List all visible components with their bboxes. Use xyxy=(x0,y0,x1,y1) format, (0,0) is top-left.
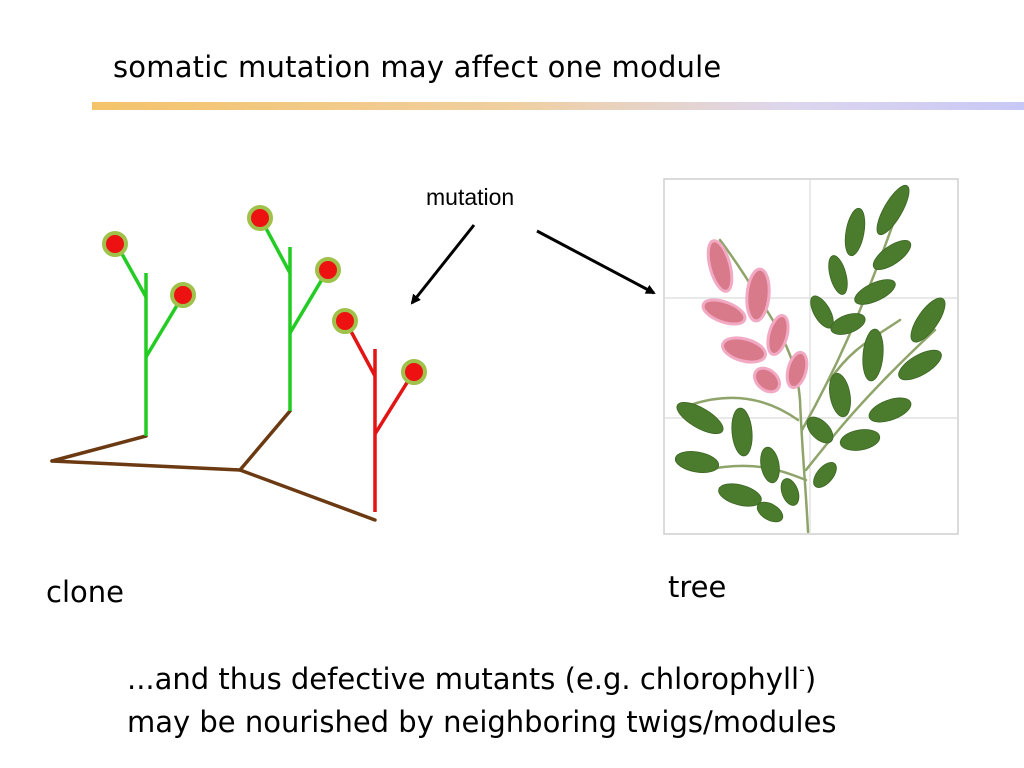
mutation-arrow-to-clone xyxy=(410,224,476,305)
leaf xyxy=(868,397,912,423)
module-tips xyxy=(102,205,427,385)
leaf xyxy=(813,462,837,488)
leaf xyxy=(752,366,782,394)
caption-line-1: ...and thus defective mutants (e.g. chlo… xyxy=(127,648,837,701)
module-tip xyxy=(332,308,358,334)
leaf xyxy=(731,407,753,457)
mutation-arrow-to-tree xyxy=(536,229,656,295)
leaf xyxy=(854,279,896,305)
caption-line-2: may be nourished by neighboring twigs/mo… xyxy=(127,705,837,739)
leaf xyxy=(806,416,834,444)
caption-superscript: - xyxy=(799,660,805,679)
leaf xyxy=(828,255,848,295)
caption-line-1-close: ) xyxy=(804,662,817,696)
leaf xyxy=(760,446,780,484)
module-tip xyxy=(102,231,128,257)
clone-shoot-healthy-1 xyxy=(115,244,184,436)
slide-title: somatic mutation may affect one module xyxy=(113,50,722,84)
leaf xyxy=(721,336,767,364)
tree-leaves-green xyxy=(674,184,946,523)
leaf xyxy=(876,184,910,236)
clone-rhizome xyxy=(50,409,377,522)
module-tip xyxy=(170,282,196,308)
leaf xyxy=(830,313,866,335)
leaf xyxy=(862,328,884,382)
leaf xyxy=(674,451,720,473)
leaf xyxy=(718,483,762,507)
caption-line-1-text: ...and thus defective mutants (e.g. chlo… xyxy=(127,662,800,696)
mutation-label: mutation xyxy=(426,184,515,210)
clone-label: clone xyxy=(46,575,124,609)
tree-leaves-mutant xyxy=(701,239,809,394)
leaf xyxy=(829,372,851,418)
module-tip xyxy=(401,359,427,385)
leaf xyxy=(706,239,734,293)
clone-shoot-healthy-2 xyxy=(259,218,329,411)
tree-label: tree xyxy=(668,570,727,604)
leaf xyxy=(676,401,724,435)
title-underline-bar xyxy=(92,102,1024,110)
leaf xyxy=(745,267,771,323)
leaf xyxy=(898,349,942,381)
leaf xyxy=(844,207,866,257)
leaf xyxy=(766,314,790,356)
clone-shoot-mutant xyxy=(344,321,415,512)
leaf xyxy=(785,350,809,390)
leaf xyxy=(872,239,912,271)
module-tip xyxy=(315,257,341,283)
leaf xyxy=(910,297,946,343)
leaf xyxy=(839,429,881,451)
leaf xyxy=(756,501,784,523)
tree-photo xyxy=(663,178,959,535)
leaf xyxy=(780,478,800,506)
module-tip xyxy=(247,205,273,231)
leaf xyxy=(701,298,747,326)
caption: ...and thus defective mutants (e.g. chlo… xyxy=(127,648,837,744)
